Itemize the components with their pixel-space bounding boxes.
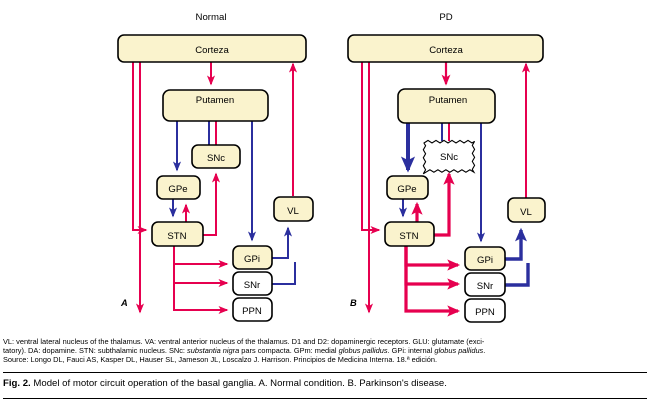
node-snc[interactable]: SNc	[191, 144, 241, 169]
node-putamen[interactable]: Putamen	[162, 89, 269, 122]
legend-source-line: Source: Longo DL, Fauci AS, Kasper DL, H…	[3, 355, 438, 365]
node-vl[interactable]: VL	[273, 196, 314, 222]
node-gpe-label: GPe	[168, 184, 187, 195]
panel-pd-title: PD	[439, 12, 452, 23]
node-stn-label: STN	[399, 231, 418, 242]
node-vl[interactable]: VL	[507, 197, 546, 223]
node-corteza-label: Corteza	[195, 45, 229, 56]
legend-line-2-part-d: .	[483, 346, 486, 356]
panel-pd-letter: B	[350, 298, 357, 308]
node-snr-label: SNr	[244, 280, 261, 291]
figure-legend: VL: ventral lateral nucleus of the thala…	[3, 337, 647, 364]
node-corteza-label: Corteza	[429, 45, 463, 56]
figure-diagram: Normal	[117, 12, 546, 323]
caption-rule-bottom	[3, 398, 647, 399]
panel-normal: Normal	[117, 12, 314, 322]
legend-italic-globus-pallidus-2: globus pallidus	[434, 346, 484, 356]
node-snc[interactable]: SNc	[422, 139, 476, 175]
legend-line-1: VL: ventral lateral nucleus of the thala…	[3, 337, 485, 346]
edge-gpi-vl	[272, 226, 293, 259]
panel-pd-nodes: Corteza Putamen SNc GPe STN VL	[347, 34, 546, 323]
panel-pd-connections	[361, 62, 531, 317]
node-snr-label: SNr	[477, 281, 494, 292]
panel-normal-nodes: Corteza Putamen SNc GPe STN VL	[117, 34, 314, 322]
node-snr[interactable]: SNr	[232, 271, 273, 296]
caption-text: Model of motor circuit operation of the …	[33, 378, 447, 389]
edge-stn-snc	[203, 172, 221, 236]
node-putamen-label: Putamen	[196, 95, 234, 106]
edge-corteza-stn	[132, 62, 148, 235]
node-gpe[interactable]: GPe	[386, 175, 429, 200]
node-ppn[interactable]: PPN	[232, 297, 273, 322]
edge-gpi-vl	[505, 227, 527, 261]
node-gpe-label: GPe	[397, 184, 416, 195]
edge-corteza-stn	[361, 62, 381, 235]
node-snc-label: SNc	[207, 153, 225, 164]
panel-normal-letter: A	[120, 298, 128, 308]
legend-line-2-part-a: tatory). DA: dopamine. STN: subthalamic …	[3, 346, 188, 356]
node-stn-label: STN	[167, 231, 186, 242]
node-corteza[interactable]: Corteza	[117, 34, 307, 63]
node-putamen-label: Putamen	[429, 95, 467, 106]
node-gpi[interactable]: GPi	[232, 245, 273, 270]
node-snr[interactable]: SNr	[464, 272, 506, 297]
legend-italic-globus-pallidus-1: globus pallidus	[338, 346, 388, 356]
legend-line-2: tatory). DA: dopamine. STN: subthalamic …	[3, 346, 647, 355]
legend-line-2-part-c: . GPi: internal	[387, 346, 435, 356]
node-stn[interactable]: STN	[384, 221, 435, 247]
edge-snr-vl	[505, 263, 530, 287]
panel-normal-title: Normal	[196, 12, 227, 23]
node-putamen[interactable]: Putamen	[397, 88, 496, 124]
node-gpi-label: GPi	[477, 255, 493, 266]
legend-line-2-part-b: pars compacta. GPm: medial	[239, 346, 339, 356]
node-vl-label: VL	[520, 207, 532, 218]
node-stn[interactable]: STN	[151, 221, 204, 247]
node-gpe[interactable]: GPe	[156, 175, 201, 200]
node-snc-label: SNc	[440, 152, 458, 163]
node-ppn-label: PPN	[242, 306, 262, 317]
edge-stn-ppn	[404, 246, 461, 317]
caption-figure-number: Fig. 2.	[3, 378, 31, 389]
node-gpi-label: GPi	[244, 254, 260, 265]
legend-italic-substantia-nigra: substantia nigra	[187, 346, 240, 356]
node-ppn-label: PPN	[475, 307, 495, 318]
edge-stn-ppn	[173, 246, 229, 315]
edge-snr-vl	[272, 262, 296, 285]
panel-pd: PD	[347, 12, 546, 323]
panel-normal-connections	[132, 62, 298, 315]
figure-caption: Fig. 2. Model of motor circuit operation…	[3, 378, 647, 390]
node-gpi[interactable]: GPi	[464, 246, 506, 271]
node-corteza[interactable]: Corteza	[347, 34, 544, 63]
edge-stn-snc	[434, 171, 455, 237]
node-vl-label: VL	[287, 206, 299, 217]
caption-rule-top	[3, 372, 647, 373]
node-ppn[interactable]: PPN	[464, 298, 506, 323]
